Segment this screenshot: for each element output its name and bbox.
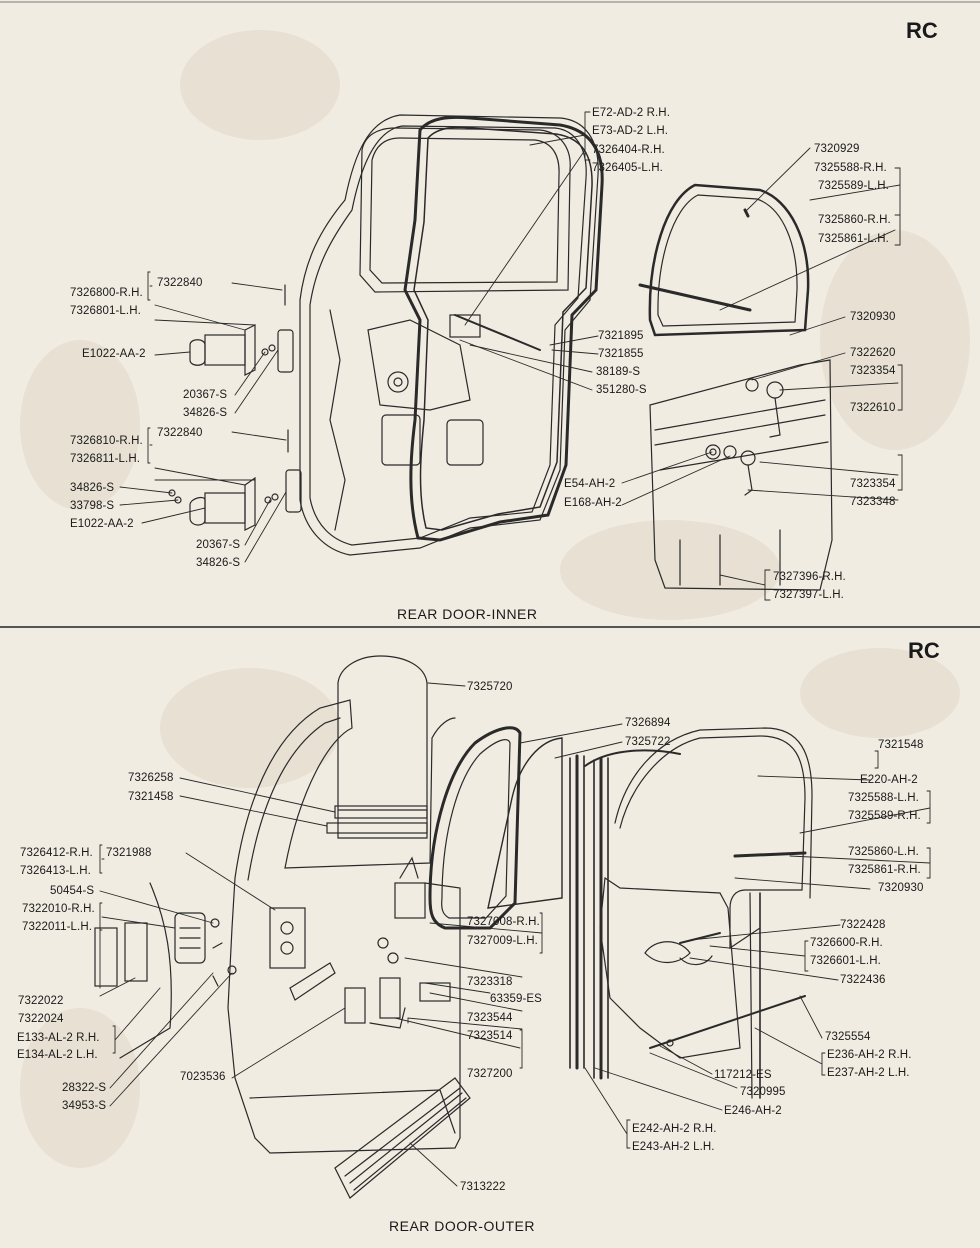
- part-label: 7321458: [128, 791, 174, 803]
- part-label: E54-AH-2: [564, 478, 616, 490]
- part-label: 7322010-R.H.: [22, 903, 95, 915]
- part-label: 7322428: [840, 919, 886, 931]
- part-label: 7325589-R.H.: [848, 810, 921, 822]
- part-label: 7327009-L.H.: [467, 935, 538, 947]
- part-label: 7323544: [467, 1012, 513, 1024]
- part-label: 7325588-L.H.: [848, 792, 919, 804]
- part-label: 7326801-L.H.: [70, 305, 141, 317]
- rear-door-outer-drawing: [94, 655, 931, 1199]
- part-label: 50454-S: [50, 885, 95, 897]
- part-label: 7327396-R.H.: [773, 571, 846, 583]
- part-label: 63359-ES: [490, 993, 542, 1005]
- part-label: 20367-S: [196, 539, 241, 551]
- part-label: E1022-AA-2: [82, 348, 146, 360]
- panel-divider: [0, 626, 980, 628]
- part-label: 7327200: [467, 1068, 513, 1080]
- part-label: 33798-S: [70, 500, 115, 512]
- part-label: 7322436: [840, 974, 886, 986]
- part-label: 7325589-L.H.: [818, 180, 889, 192]
- part-label: 7322011-L.H.: [22, 921, 93, 933]
- part-label: 7327008-R.H.: [467, 916, 540, 928]
- part-label: E243-AH-2 L.H.: [632, 1141, 715, 1153]
- rear-door-inner-drawing: [0, 1, 980, 601]
- part-label: E246-AH-2: [724, 1105, 782, 1117]
- part-label: 7320995: [740, 1086, 786, 1098]
- part-label: 7313222: [460, 1181, 506, 1193]
- paper-stain: [160, 668, 340, 788]
- part-label: E237-AH-2 L.H.: [827, 1067, 910, 1079]
- part-label: 34826-S: [70, 482, 115, 494]
- part-label: 7321855: [598, 348, 644, 360]
- paper-stain: [800, 648, 960, 738]
- part-label: 38189-S: [596, 366, 641, 378]
- part-label: 7326894: [625, 717, 671, 729]
- part-label: 7322610: [850, 402, 896, 414]
- part-label: 7326601-L.H.: [810, 955, 881, 967]
- part-label: 34826-S: [196, 557, 241, 569]
- part-label: E168-AH-2: [564, 497, 622, 509]
- part-label: 7321895: [598, 330, 644, 342]
- paper-stain: [180, 30, 340, 140]
- rear-door-outer-panel: RC REAR DOOR-OUTER 7325720 7326894 73257…: [0, 628, 980, 1248]
- part-label: 34953-S: [62, 1100, 107, 1112]
- part-label: 7325722: [625, 736, 671, 748]
- part-label: 7323318: [467, 976, 513, 988]
- part-label: 7325720: [467, 681, 513, 693]
- part-label: E133-AL-2 R.H.: [17, 1032, 100, 1044]
- part-label: 7326405-L.H.: [592, 162, 663, 174]
- part-label: 20367-S: [183, 389, 228, 401]
- part-label: 7326800-R.H.: [70, 287, 143, 299]
- part-label: 7321548: [878, 739, 924, 751]
- part-label: E72-AD-2 R.H.: [592, 107, 670, 119]
- part-label: E1022-AA-2: [70, 518, 134, 530]
- part-label: 7326413-L.H.: [20, 865, 91, 877]
- part-label: 7325588-R.H.: [814, 162, 887, 174]
- part-label: 28322-S: [62, 1082, 107, 1094]
- part-label: 7023536: [180, 1071, 226, 1083]
- part-label: 7321988: [106, 847, 152, 859]
- part-label: 7323348: [850, 496, 896, 508]
- part-label: 7327397-L.H.: [773, 589, 844, 601]
- part-label: 7322840: [157, 427, 203, 439]
- part-label: 34826-S: [183, 407, 228, 419]
- part-label: E134-AL-2 L.H.: [17, 1049, 98, 1061]
- part-label: E220-AH-2: [860, 774, 918, 786]
- part-label: 7322024: [18, 1013, 64, 1025]
- part-label: 7326600-R.H.: [810, 937, 883, 949]
- part-label: 7323354: [850, 365, 896, 377]
- part-label: 7326811-L.H.: [70, 453, 141, 465]
- rear-door-inner-panel: RC REAR DOOR-INNER E72-AD-2 R.H. E73-AD-…: [0, 1, 980, 622]
- part-label: 7322840: [157, 277, 203, 289]
- view-caption: REAR DOOR-OUTER: [389, 1218, 535, 1234]
- part-label: 351280-S: [596, 384, 647, 396]
- part-label: 7320930: [850, 311, 896, 323]
- part-label: 7326412-R.H.: [20, 847, 93, 859]
- part-label: 7326810-R.H.: [70, 435, 143, 447]
- part-label: 7326404-R.H.: [592, 144, 665, 156]
- part-label: 7322022: [18, 995, 64, 1007]
- part-label: 7325860-L.H.: [848, 846, 919, 858]
- part-label: 7325860-R.H.: [818, 214, 891, 226]
- part-label: 7322620: [850, 347, 896, 359]
- paper-stain: [20, 340, 140, 510]
- part-label: 7325861-L.H.: [818, 233, 889, 245]
- part-label: E236-AH-2 R.H.: [827, 1049, 912, 1061]
- view-caption: REAR DOOR-INNER: [397, 606, 538, 622]
- part-label: 7323354: [850, 478, 896, 490]
- part-label: 7325554: [825, 1031, 871, 1043]
- paper-stain: [820, 230, 970, 450]
- section-code: RC: [908, 638, 940, 663]
- section-code: RC: [906, 18, 938, 43]
- part-label: E73-AD-2 L.H.: [592, 125, 669, 137]
- paper-stain: [560, 520, 780, 620]
- part-label: 7326258: [128, 772, 174, 784]
- part-label: 7320930: [878, 882, 924, 894]
- part-label: 7325861-R.H.: [848, 864, 921, 876]
- part-label: 7320929: [814, 143, 860, 155]
- part-label: 7323514: [467, 1030, 513, 1042]
- part-label: 117212-ES: [714, 1069, 772, 1081]
- part-label: E242-AH-2 R.H.: [632, 1123, 717, 1135]
